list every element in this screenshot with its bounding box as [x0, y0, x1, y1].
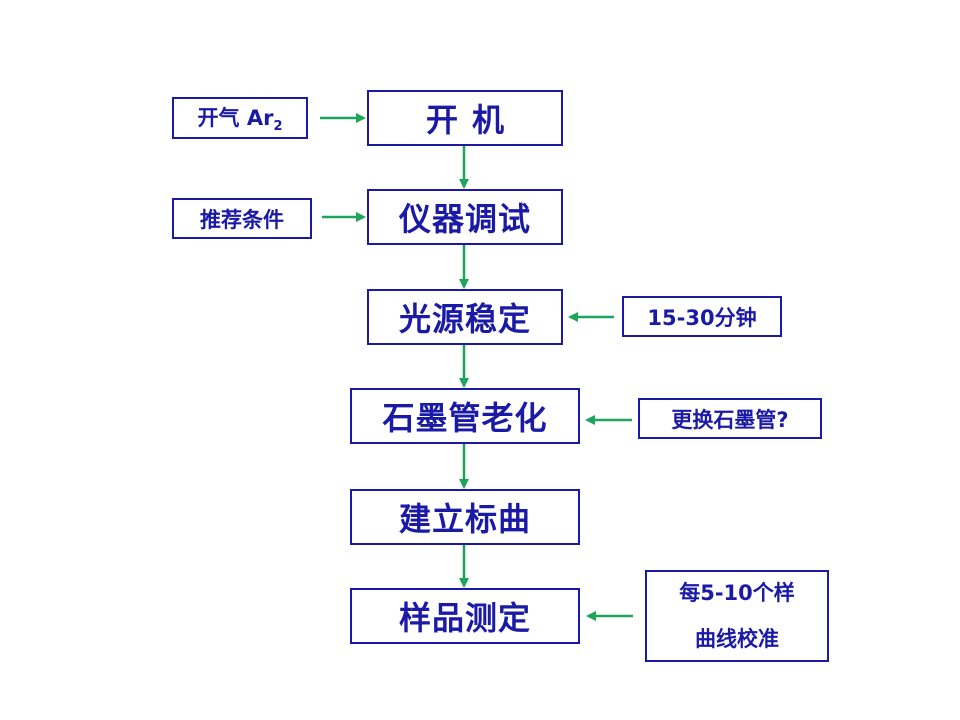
- step-box-instrument-debug: 仪器调试: [367, 189, 563, 245]
- step-label: 仪器调试: [398, 200, 531, 238]
- replace-label: 更换石墨管?: [671, 407, 789, 432]
- step-label: 建立标曲: [398, 500, 531, 538]
- recalibrate-line-2: 曲线校准: [695, 627, 779, 651]
- step-box-sample-measurement: 样品测定: [350, 588, 580, 644]
- input-box-recalibrate: 每5-10个样 曲线校准: [645, 570, 829, 662]
- gas-subscript: 2: [273, 119, 283, 134]
- recalibrate-line-1: 每5-10个样: [679, 581, 795, 605]
- step-box-light-source-stabilize: 光源稳定: [367, 289, 563, 345]
- step-label: 开机: [425, 101, 518, 139]
- input-box-stabilize-time: 15-30分钟: [622, 296, 782, 337]
- input-box-gas: 开气 Ar2: [172, 97, 308, 139]
- input-box-replace-graphite-tube: 更换石墨管?: [638, 398, 822, 439]
- gas-label: 开气 Ar2: [197, 106, 283, 134]
- input-box-recommended-conditions: 推荐条件: [172, 198, 312, 239]
- time-label: 15-30分钟: [647, 305, 757, 330]
- step-label: 石墨管老化: [382, 399, 548, 437]
- step-box-start: 开机: [367, 90, 563, 146]
- conditions-label: 推荐条件: [200, 207, 284, 232]
- step-label: 光源稳定: [398, 300, 531, 338]
- step-box-build-standard-curve: 建立标曲: [350, 489, 580, 545]
- step-box-graphite-tube-aging: 石墨管老化: [350, 388, 580, 444]
- step-label: 样品测定: [398, 599, 531, 637]
